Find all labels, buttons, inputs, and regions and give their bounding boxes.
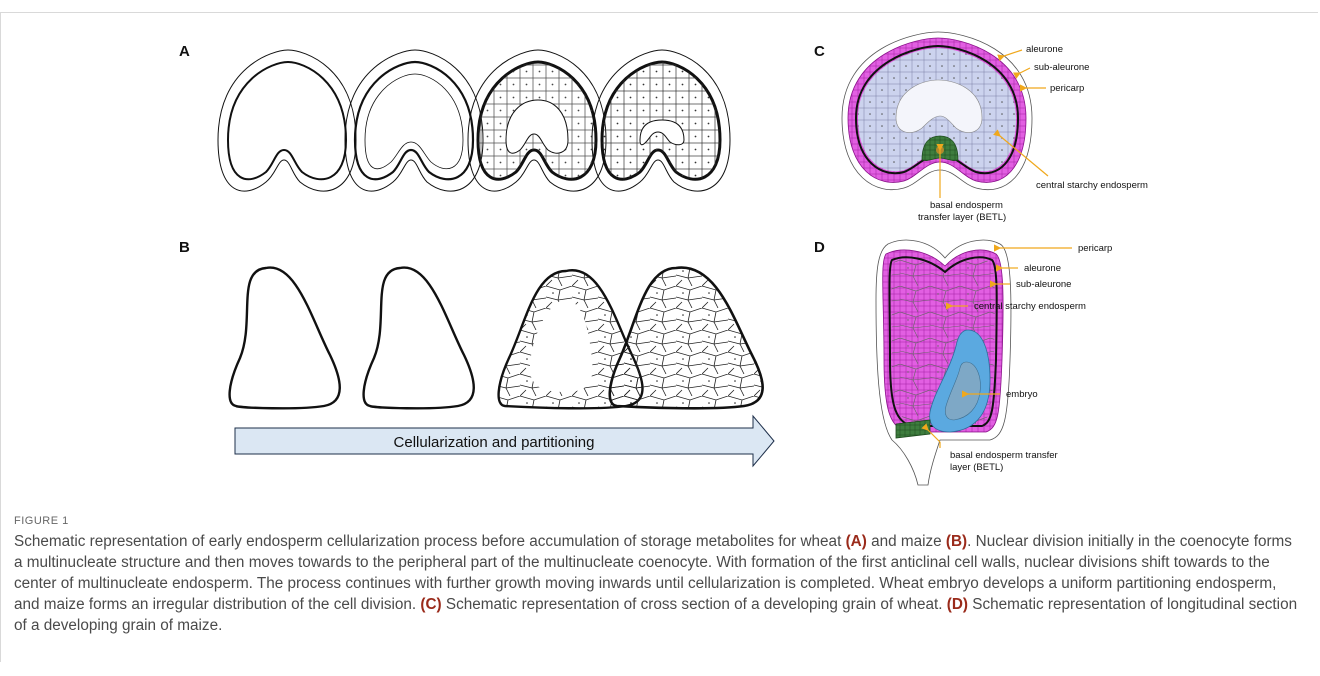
caption-segment: and maize <box>867 533 946 550</box>
caption-ref-a: (A) <box>846 533 867 550</box>
cellularization-arrow: Cellularization and partitioning <box>235 416 774 466</box>
c-label-aleurone: aleurone <box>1026 44 1063 55</box>
panel-label-a: A <box>179 43 190 60</box>
panel-label-d: D <box>814 239 825 256</box>
c-label-pericarp: pericarp <box>1050 83 1084 94</box>
figure-number: FIGURE 1 <box>14 515 1304 527</box>
caption-segment: Schematic representation of early endosp… <box>14 533 846 550</box>
panel-b-maize-stages <box>230 260 775 412</box>
panel-label-b: B <box>179 239 190 256</box>
d-label-central: central starchy endosperm <box>974 301 1086 312</box>
caption-text: Schematic representation of early endosp… <box>14 531 1304 636</box>
c-label-betl-line1: basal endosperm <box>930 200 1003 211</box>
maize-stage-1-shape <box>230 268 340 409</box>
maize-stage-4-shape <box>605 260 775 412</box>
d-label-embryo: embryo <box>1006 389 1038 400</box>
c-label-central: central starchy endosperm <box>1036 180 1148 191</box>
caption-segment: Schematic representation of cross sectio… <box>442 596 947 613</box>
caption-ref-c: (C) <box>420 596 441 613</box>
c-label-sub-aleurone: sub-aleurone <box>1034 62 1089 73</box>
d-label-betl-line1: basal endosperm transfer <box>950 450 1058 461</box>
d-label-pericarp: pericarp <box>1078 243 1112 254</box>
wheat-stage-4-shape <box>592 50 730 191</box>
c-label-betl-line2: transfer layer (BETL) <box>918 212 1006 223</box>
wheat-stage-1-shape <box>218 50 356 191</box>
panel-d-maize-longitudinal-section <box>876 240 1011 485</box>
panel-c-wheat-cross-section <box>842 32 1032 190</box>
figure-illustration: A B C D <box>0 0 1320 510</box>
caption-ref-b: (B) <box>946 533 967 550</box>
arrow-label: Cellularization and partitioning <box>394 434 595 451</box>
maize-stage-2-shape <box>364 268 474 409</box>
d-label-betl-line2: layer (BETL) <box>950 462 1003 473</box>
panel-label-c: C <box>814 43 825 60</box>
caption-ref-d: (D) <box>947 596 968 613</box>
wheat-stage-3-shape <box>468 50 606 191</box>
wheat-stage-2-shape <box>345 50 483 191</box>
panel-a-wheat-stages <box>218 50 730 191</box>
figure-caption: FIGURE 1 Schematic representation of ear… <box>14 515 1304 636</box>
d-label-aleurone: aleurone <box>1024 263 1061 274</box>
d-label-sub-aleurone: sub-aleurone <box>1016 279 1071 290</box>
